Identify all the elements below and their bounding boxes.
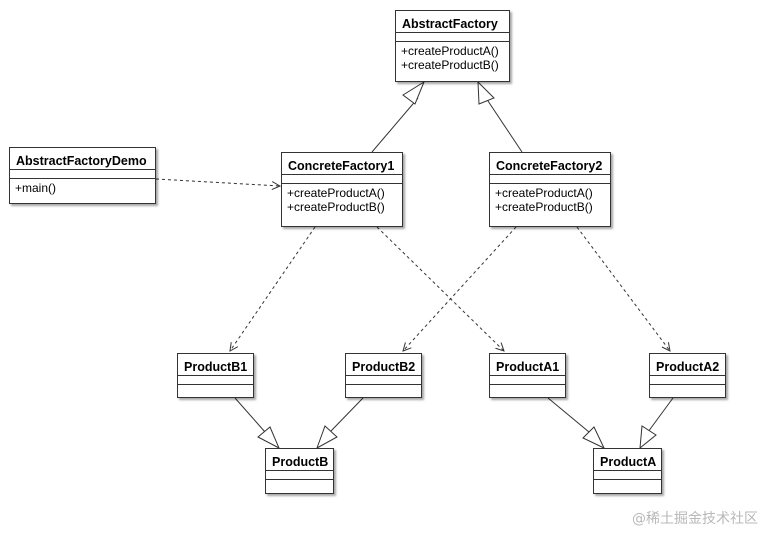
class-product-b1: ProductB1 [177,353,254,398]
methods-compartment [594,480,661,488]
methods-compartment: +createProductA() +createProductB() [490,184,610,216]
class-product-b2: ProductB2 [345,353,422,398]
dependency-cf1-b1 [230,226,316,351]
class-abstract-factory: AbstractFactory +createProductA() +creat… [395,10,510,82]
inheritance-arrowhead-a1 [582,426,606,450]
attributes-compartment [396,33,509,42]
methods-compartment [178,385,253,393]
class-name: ConcreteFactory1 [282,153,402,175]
inheritance-line-a1 [547,397,590,433]
attributes-compartment [650,376,725,385]
class-name: ProductA [594,449,661,471]
class-name: AbstractFactory [396,11,509,33]
methods-compartment: +main() [10,179,155,197]
methods-compartment [490,385,565,393]
class-product-a: ProductA [593,448,662,494]
inheritance-line-cf1 [371,97,419,153]
methods-compartment [346,385,421,393]
class-abstract-factory-demo: AbstractFactoryDemo +main() [9,147,156,204]
class-concrete-factory-2: ConcreteFactory2 +createProductA() +crea… [489,152,611,227]
methods-compartment: +createProductA() +createProductB() [396,42,509,74]
dependency-cf2-a2 [576,226,670,351]
method: +createProductB() [287,200,385,214]
methods-compartment [650,385,725,393]
dependency-cf1-a1 [376,226,504,351]
inheritance-line-b2 [329,397,364,433]
method: +createProductA() [287,186,385,200]
dependency-cf2-b2 [403,226,517,351]
class-name: AbstractFactoryDemo [10,148,155,170]
inheritance-arrowhead-b1 [257,426,281,450]
class-name: ConcreteFactory2 [490,153,610,175]
attributes-compartment [10,170,155,179]
dependency-demo-cf1 [155,178,280,186]
class-name: ProductB [266,449,333,471]
method: +createProductB() [495,200,593,214]
inheritance-line-b1 [234,397,266,433]
inheritance-arrowhead-cf2 [477,80,495,105]
attributes-compartment [490,175,610,184]
inheritance-arrowhead-cf1 [402,80,426,105]
class-name: ProductB2 [346,354,421,376]
watermark-text: @稀土掘金技术社区 [632,511,758,527]
class-name: ProductA2 [650,354,725,376]
inheritance-arrowhead-a2 [639,425,657,450]
class-name: ProductB1 [178,354,253,376]
inheritance-line-a2 [647,397,674,433]
class-name: ProductA1 [490,354,565,376]
attributes-compartment [594,471,661,480]
methods-compartment [266,480,333,488]
attributes-compartment [490,376,565,385]
attributes-compartment [346,376,421,385]
attributes-compartment [178,376,253,385]
class-product-a1: ProductA1 [489,353,566,398]
method: +createProductA() [401,44,499,58]
methods-compartment: +createProductA() +createProductB() [282,184,402,216]
inheritance-line-cf2 [485,97,523,153]
attributes-compartment [282,175,402,184]
method: +main() [15,181,57,195]
attributes-compartment [266,471,333,480]
class-product-a2: ProductA2 [649,353,726,398]
class-concrete-factory-1: ConcreteFactory1 +createProductA() +crea… [281,152,403,227]
method: +createProductA() [495,186,593,200]
method: +createProductB() [401,58,499,72]
class-product-b: ProductB [265,448,334,494]
inheritance-arrowhead-b2 [316,425,338,450]
